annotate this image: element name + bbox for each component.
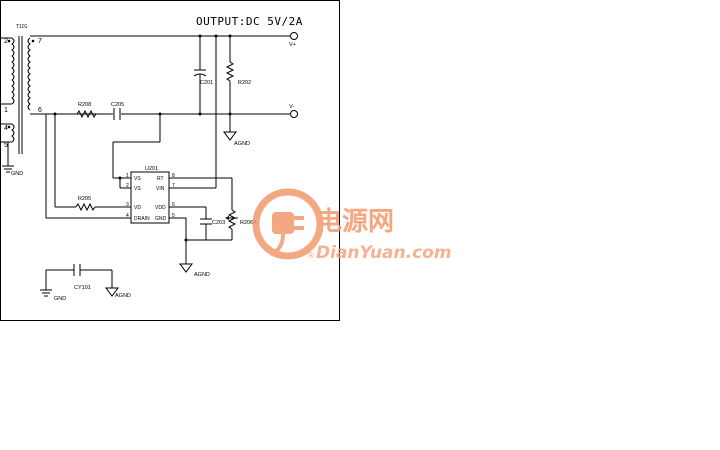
schematic-frame [0,0,340,321]
svg-text:VD: VD [134,205,141,211]
svg-text:AGND: AGND [234,141,250,147]
watermark-ring-icon [252,188,324,260]
pin-4-label: 4 [4,125,8,132]
watermark-en-text: DianYuan.com [316,243,452,263]
registered-mark: ® [307,251,315,260]
capacitor-c203: C203 [200,207,225,240]
svg-text:C203: C203 [212,220,225,226]
svg-text:7: 7 [172,183,175,189]
primary-winding [11,37,15,105]
svg-text:R206A: R206A [240,220,257,226]
ic-u201: U201 VS VS VD DRAIN 1 2 3 4 RT VIN VDD G… [126,166,175,224]
svg-text:2: 2 [126,183,129,189]
watermark-cn-text: 电源网 [316,207,394,237]
svg-text:C205: C205 [111,102,124,108]
svg-text:4: 4 [126,213,129,219]
svg-text:C201: C201 [200,80,213,86]
svg-text:GND: GND [54,296,66,302]
ic-body [130,171,170,224]
vminus-terminal [290,110,298,118]
capacitor-cy101: CY101 [45,264,113,291]
gnd-symbol-left: GND [2,165,23,177]
svg-text:VDD: VDD [155,205,166,211]
pin-2-label: 2 [4,38,8,45]
transformer-t101: T101 2 7 1 6 4 5 [0,24,42,166]
pin-7-label: 7 [38,38,42,45]
polarity-dot [7,39,11,43]
svg-text:RT: RT [157,176,164,182]
resistor-r206a: R206A [225,209,257,240]
polarity-dot [31,39,35,43]
vplus-terminal [290,32,298,40]
polarity-dot [7,125,11,129]
dianyuan-watermark: 电源网 DianYuan.com ® [252,188,452,263]
resistor-r208: R208 [55,102,97,119]
agnd-symbol-mid: AGND [179,263,210,278]
secondary-winding [27,37,31,111]
aux-winding [11,123,15,143]
capacitor-c201: C201 [193,36,213,114]
svg-text:VS: VS [134,186,141,192]
svg-text:R202: R202 [238,80,251,86]
pin-1-label: 1 [4,107,8,114]
svg-text:1: 1 [126,173,129,179]
svg-text:6: 6 [172,202,175,208]
gnd-symbol-bottom: GND [40,289,66,302]
svg-text:R208: R208 [78,102,91,108]
svg-text:5: 5 [172,213,175,219]
agnd-symbol-top: AGND [223,131,250,147]
svg-text:8: 8 [172,173,175,179]
svg-text:DRAIN: DRAIN [134,216,150,222]
resistor-r205: R205 [75,196,96,212]
t101-label: T101 [16,24,28,30]
plug-icon [269,212,304,256]
svg-text:VS: VS [134,176,141,182]
pin-6-label: 6 [38,107,42,114]
output-title: OUTPUT:DC 5V/2A [196,15,303,28]
pin-5-label: 5 [4,142,8,149]
svg-text:CY101: CY101 [74,285,91,291]
svg-text:VIN: VIN [156,186,165,192]
vplus-label: V+ [289,42,296,48]
svg-text:3: 3 [126,202,129,208]
resistor-r202: R202 [225,36,251,114]
svg-text:GND: GND [11,171,23,177]
agnd-symbol-bottom: AGND [105,287,131,299]
svg-text:U201: U201 [145,166,158,172]
svg-text:AGND: AGND [194,272,210,278]
vminus-label: V- [289,104,294,110]
svg-text:AGND: AGND [115,293,131,299]
capacitor-c205: C205 [111,102,124,120]
svg-text:R205: R205 [78,196,91,202]
svg-text:GND: GND [155,216,167,222]
